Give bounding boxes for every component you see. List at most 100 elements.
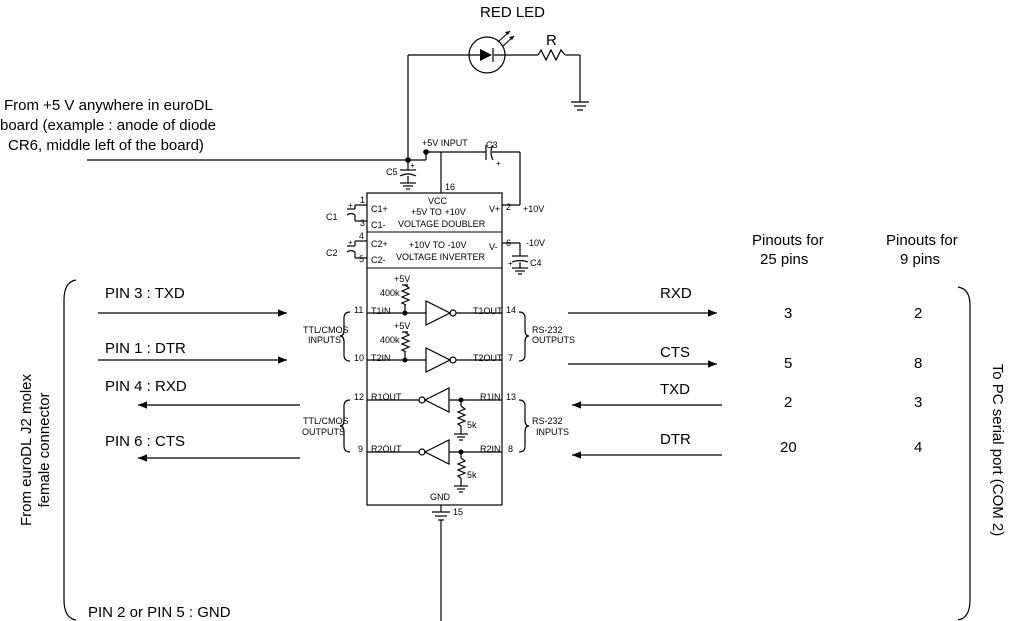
resistor-icon: [537, 48, 566, 62]
pin9-value: 2: [914, 305, 922, 322]
r400k-label: 400k: [380, 335, 400, 345]
c5-label: C5: [386, 167, 398, 177]
col9-header: Pinouts for: [886, 232, 958, 249]
ground-icon: [571, 101, 589, 111]
brace-label: INPUTS: [536, 427, 569, 437]
c2-label: C2: [326, 248, 338, 258]
pull-5v-label: +5V: [394, 274, 410, 284]
doubler-line: +5V TO +10V: [411, 207, 466, 217]
vcc-label: VCC: [428, 196, 448, 206]
source-note-line: board (example : anode of diode: [0, 117, 216, 134]
pin16-label: 16: [445, 182, 455, 192]
c3-label: C3: [486, 140, 498, 150]
capacitor-c5: C5 +: [386, 160, 417, 190]
r2out-label: R2OUT: [371, 444, 402, 454]
pull-5v-label: +5V: [394, 321, 410, 331]
svg-text:+: +: [508, 259, 513, 268]
brace-label: RS-232: [532, 325, 563, 335]
capacitor-c3: C3 +: [485, 140, 521, 206]
capacitor-c2: C2 +: [326, 238, 356, 258]
right-bracket: To PC serial port (COM 2): [957, 286, 1006, 621]
pin-number: 12: [354, 392, 364, 402]
pin-label-gnd: PIN 2 or PIN 5 : GND: [88, 604, 231, 621]
signal-dtr: DTR: [660, 431, 691, 448]
brace-label: TTL/CMOS: [303, 325, 349, 335]
source-note-line: CR6, middle left of the board): [8, 137, 204, 154]
c1m-label: C1-: [371, 220, 386, 230]
c1-label: C1: [326, 212, 338, 222]
vplus-label: V+: [489, 204, 500, 214]
pin-number: 8: [508, 444, 513, 454]
pin9-value: 8: [914, 355, 922, 372]
source-note: From +5 V anywhere in euroDL board (exam…: [0, 97, 216, 154]
rs232-inputs-brace: RS-232 INPUTS: [518, 399, 569, 453]
brace-label: OUTPUTS: [532, 335, 575, 345]
r5k-label: 5k: [467, 420, 477, 430]
pin25-value: 2: [784, 394, 792, 411]
c1p-label: C1+: [371, 204, 388, 214]
left-bracket-label: From euroDL J2 molex: [18, 374, 35, 526]
pin-label-dtr: PIN 1 : DTR: [105, 340, 186, 357]
ttl-outputs-brace: TTL/CMOS OUTPUTS: [302, 399, 351, 453]
led-label: RED LED: [480, 4, 545, 21]
capacitor-c1: C1 +: [326, 201, 356, 222]
brace-label: TTL/CMOS: [303, 416, 349, 426]
c4-label: C4: [530, 258, 542, 268]
max232-chip: VCC +5V TO +10V VOLTAGE DOUBLER +10V TO …: [366, 192, 503, 506]
c2m-label: C2-: [371, 255, 386, 265]
r5k-label: 5k: [467, 470, 477, 480]
r1out-label: R1OUT: [371, 392, 402, 402]
t1out-label: T1OUT: [473, 306, 503, 316]
pin9-value: 3: [914, 394, 922, 411]
pin9-value: 4: [914, 439, 922, 456]
pin-number: 2: [506, 202, 511, 212]
vminus-label: V-: [489, 242, 498, 252]
chip-pins: 1 3 4 5 2 6 11 10 12 9 14 7 13 8: [354, 195, 520, 454]
pin-number: 3: [360, 218, 365, 228]
led-circuit: RED LED R: [407, 4, 589, 160]
r400k-label: 400k: [380, 288, 400, 298]
pin-number: 6: [506, 238, 511, 248]
pin15-label: 15: [453, 507, 463, 517]
receiver-r1: 5k: [367, 387, 502, 441]
svg-text:+: +: [348, 201, 353, 210]
svg-text:+: +: [348, 238, 353, 247]
t2in-label: T2IN: [371, 353, 391, 363]
r1in-label: R1IN: [480, 392, 501, 402]
col25-header: 25 pins: [760, 251, 808, 268]
signal-rxd: RXD: [660, 285, 692, 302]
pin-number: 11: [354, 305, 363, 315]
receiver-r2: 5k: [367, 439, 502, 493]
right-bracket-label: To PC serial port (COM 2): [989, 364, 1006, 537]
pin25-value: 5: [784, 355, 792, 372]
signal-txd: TXD: [660, 381, 690, 398]
pin25-value: 20: [780, 439, 797, 456]
col9-header: 9 pins: [900, 251, 940, 268]
signal-cts: CTS: [660, 344, 690, 361]
svg-text:+: +: [410, 161, 415, 170]
col25-header: Pinouts for: [752, 232, 824, 249]
gnd-label: GND: [430, 492, 451, 502]
pin-number: 4: [359, 231, 364, 241]
capacitor-c4: C4 +: [508, 243, 542, 275]
pinout-table: Pinouts for 25 pins Pinouts for 9 pins 3…: [752, 232, 958, 456]
brace-label: OUTPUTS: [302, 427, 345, 437]
svg-text:+: +: [496, 159, 501, 168]
left-bracket: From euroDL J2 molex female connector: [18, 279, 77, 621]
right-signals: RXD CTS TXD DTR: [568, 285, 722, 459]
inverter-line: +10V TO -10V: [409, 240, 466, 250]
driver-t1: +5V 400k: [367, 274, 502, 326]
pin-number: 14: [506, 305, 516, 315]
left-bracket-label: female connector: [36, 392, 53, 507]
pin-label-rxd: PIN 4 : RXD: [105, 378, 187, 395]
pin-number: 10: [354, 353, 364, 363]
resistor-label: R: [546, 32, 557, 49]
brace-label: RS-232: [532, 416, 563, 426]
input-5v-label: +5V INPUT: [422, 138, 468, 148]
left-signals: PIN 3 : TXD PIN 1 : DTR PIN 4 : RXD PIN …: [88, 285, 300, 621]
pin25-value: 3: [784, 305, 792, 322]
pin-number: 9: [358, 444, 363, 454]
pin-label-txd: PIN 3 : TXD: [105, 285, 185, 302]
led-icon: [468, 30, 515, 74]
